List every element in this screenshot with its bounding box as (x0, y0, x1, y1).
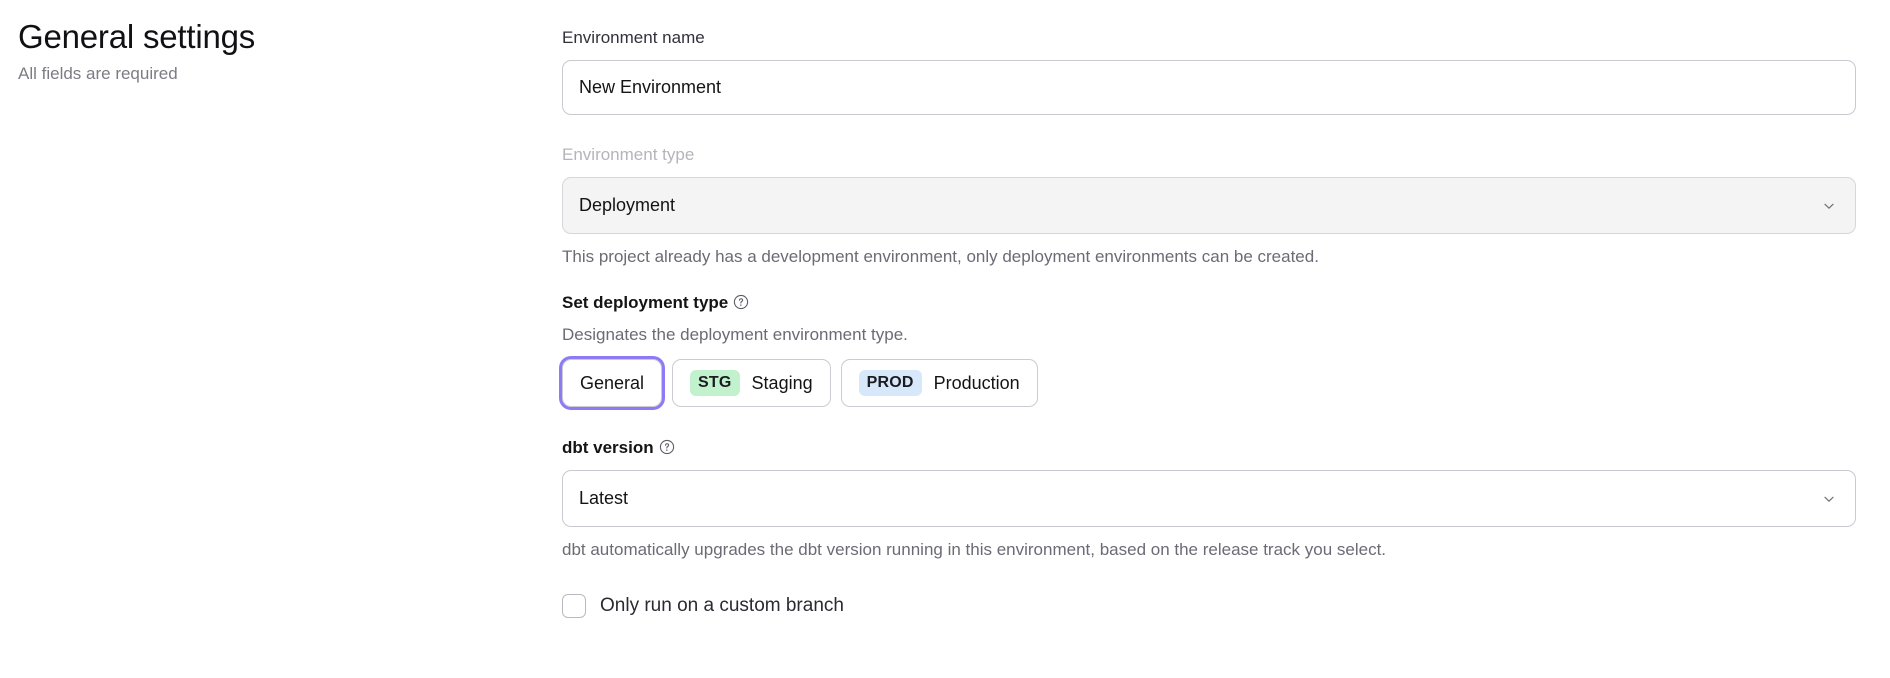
production-badge: PROD (858, 370, 922, 396)
deployment-type-label-row: Set deployment type (562, 291, 1856, 315)
custom-branch-checkbox[interactable] (562, 594, 586, 618)
deployment-type-option-staging[interactable]: STG Staging (672, 359, 831, 407)
dbt-version-helper-text: dbt automatically upgrades the dbt versi… (562, 540, 1387, 559)
environment-type-select[interactable]: Deployment (562, 177, 1856, 234)
environment-name-field-group: Environment name (562, 26, 1856, 115)
dbt-version-select[interactable]: Latest (562, 470, 1856, 527)
dbt-version-label-row: dbt version (562, 436, 1856, 460)
environment-type-helper-text: This project already has a development e… (562, 247, 1319, 266)
custom-branch-row: Only run on a custom branch (562, 594, 1856, 618)
dbt-version-label: dbt version (562, 438, 654, 457)
deployment-type-description: Designates the deployment environment ty… (562, 325, 908, 344)
environment-name-input[interactable] (562, 60, 1856, 115)
staging-badge: STG (690, 370, 740, 396)
deployment-type-option-general[interactable]: General (562, 359, 663, 407)
question-circle-icon[interactable] (659, 439, 675, 455)
general-settings-form: Environment name Environment type Deploy… (562, 26, 1856, 618)
chevron-down-icon (1822, 199, 1836, 213)
environment-type-selected-value: Deployment (579, 195, 676, 215)
deployment-type-option-staging-label: Staging (751, 372, 813, 393)
custom-branch-label[interactable]: Only run on a custom branch (600, 595, 844, 616)
deployment-type-option-general-label: General (580, 372, 645, 393)
settings-header: General settings All fields are required (18, 16, 538, 86)
dbt-version-selected-value: Latest (579, 488, 629, 508)
page-title: General settings (18, 18, 256, 55)
deployment-type-label: Set deployment type (562, 293, 729, 312)
chevron-down-icon (1822, 492, 1836, 506)
deployment-type-field-group: Set deployment type Designates the deplo… (562, 291, 1856, 407)
environment-type-field-group: Environment type Deployment This project… (562, 143, 1856, 269)
environment-name-label: Environment name (562, 28, 705, 47)
deployment-type-options: General STG Staging PROD Production (562, 359, 1856, 407)
deployment-type-option-production[interactable]: PROD Production (840, 359, 1038, 407)
page-subtitle: All fields are required (18, 64, 178, 83)
deployment-type-option-production-label: Production (933, 372, 1020, 393)
question-circle-icon[interactable] (733, 294, 749, 310)
dbt-version-field-group: dbt version Latest dbt automatically upg… (562, 436, 1856, 562)
environment-type-label: Environment type (562, 145, 695, 164)
